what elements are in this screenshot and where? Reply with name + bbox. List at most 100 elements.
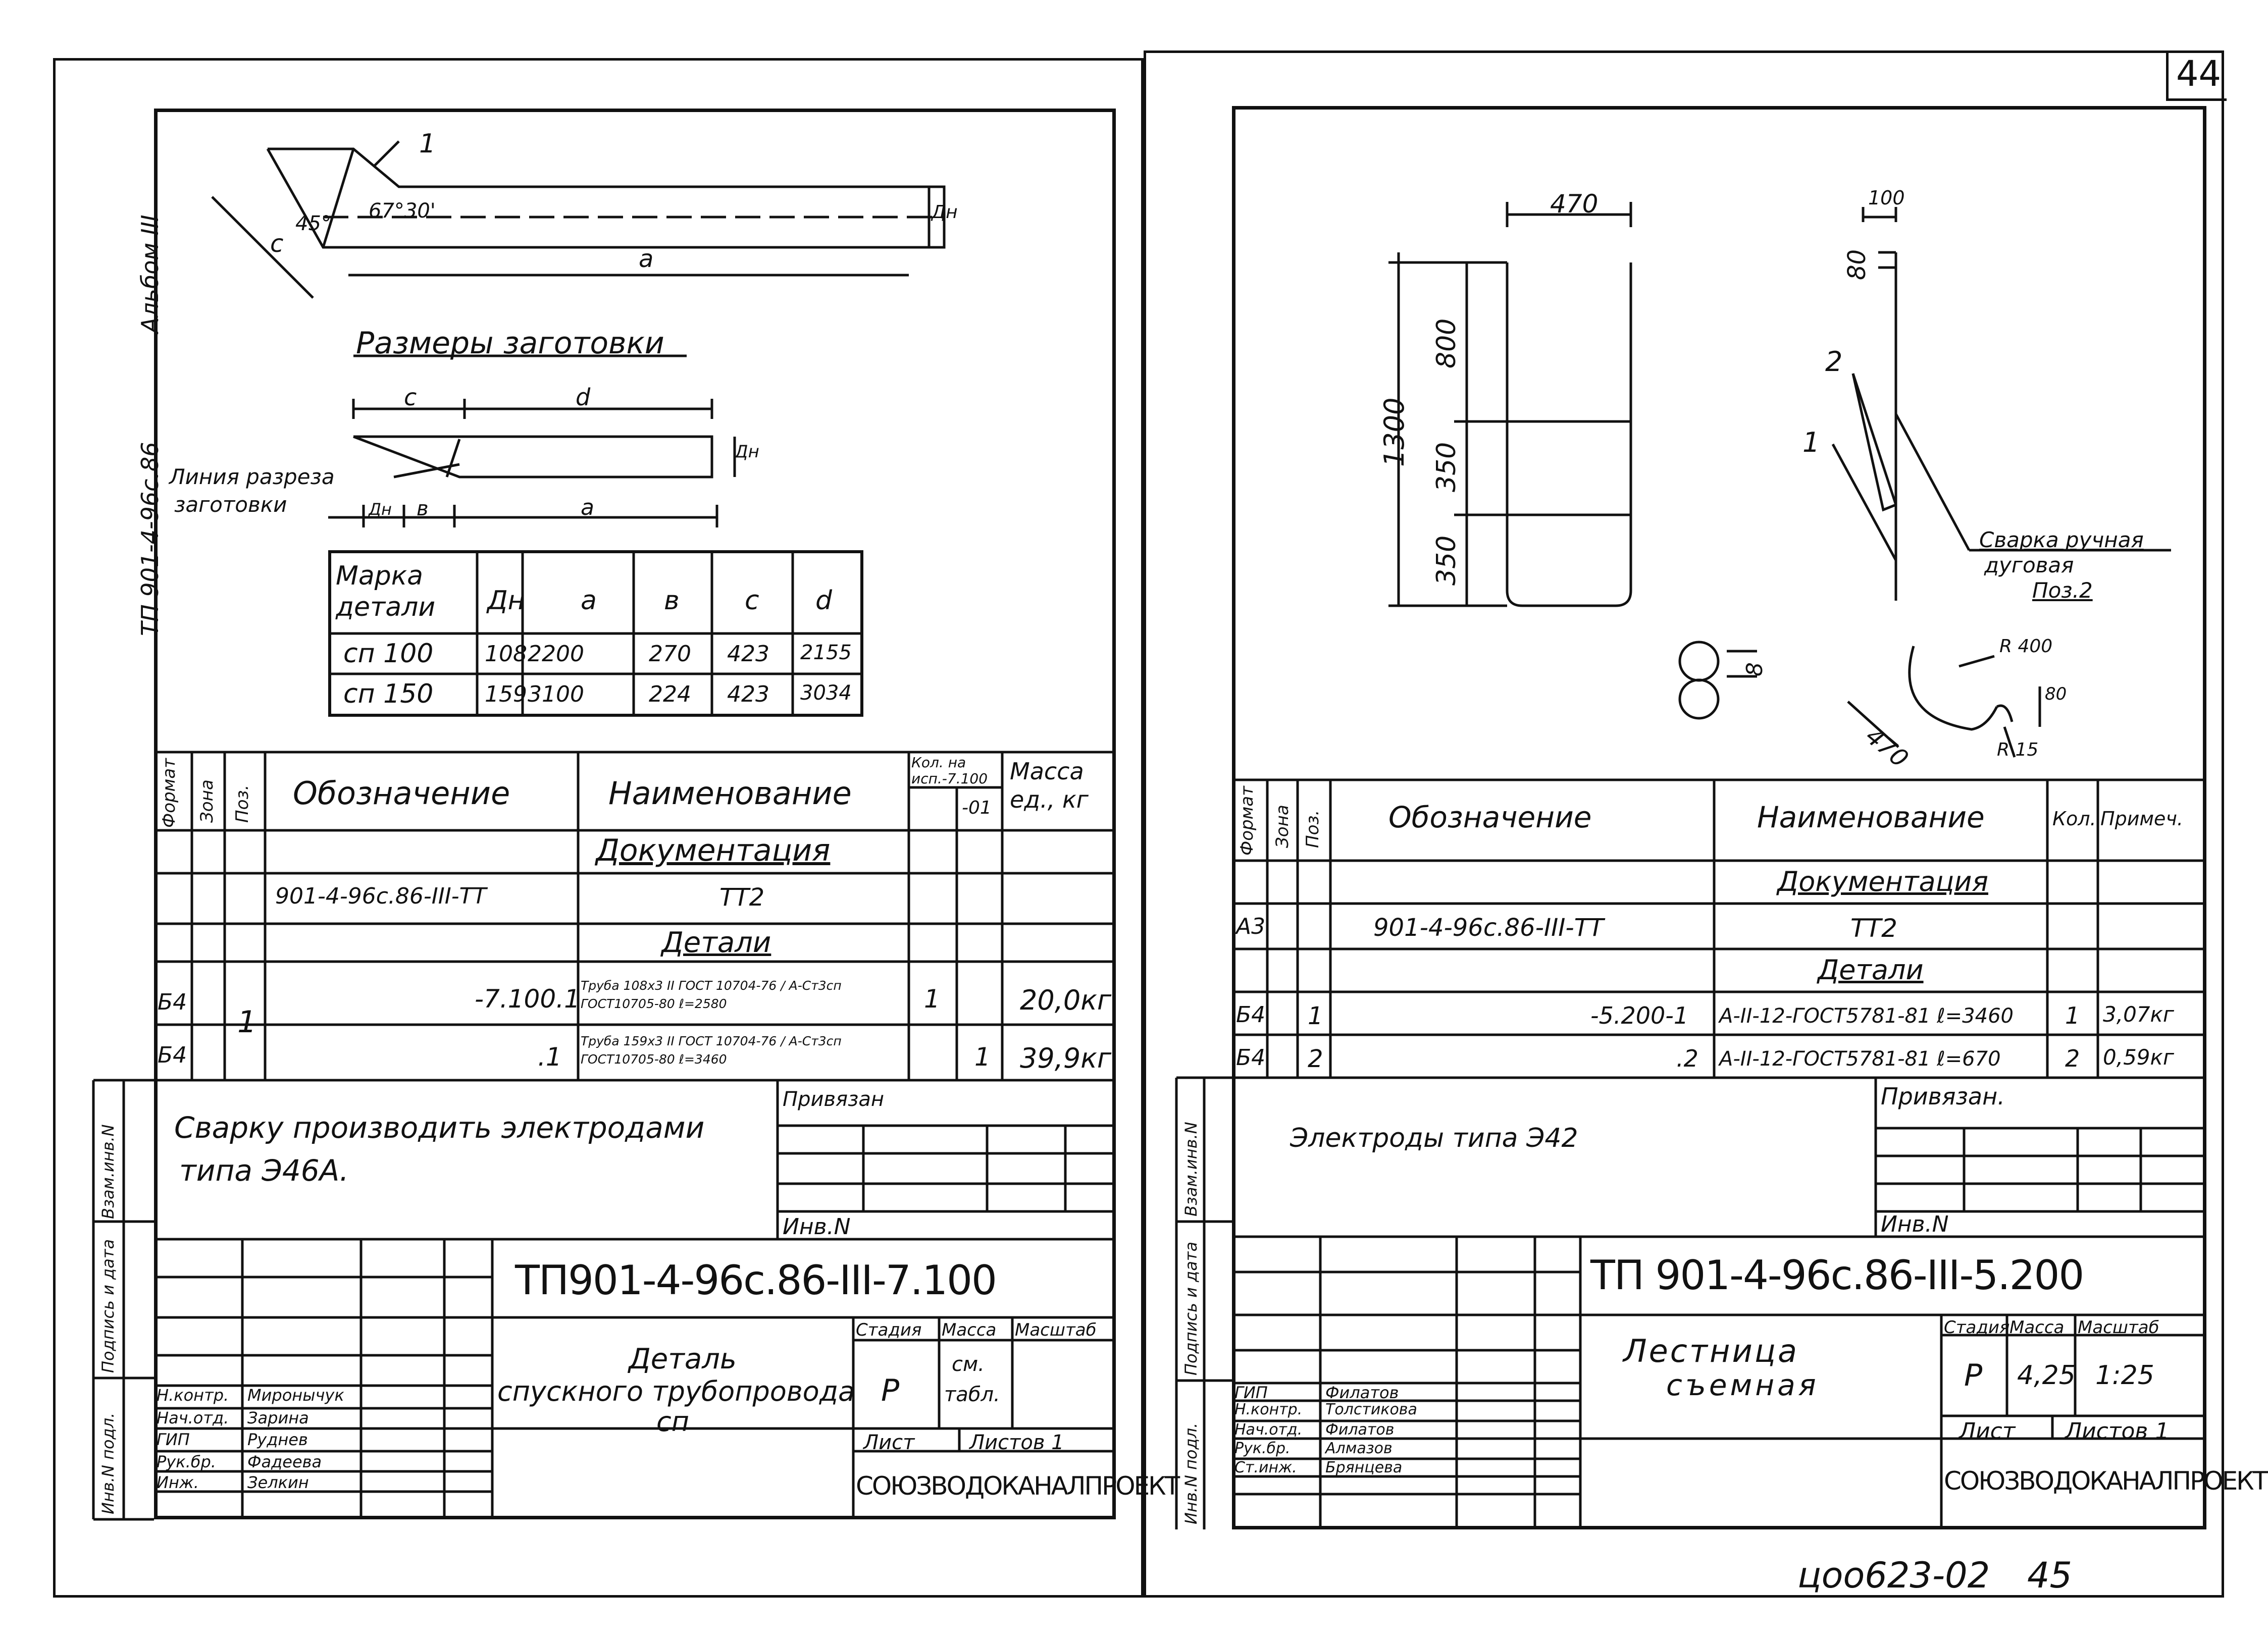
- rspec-r2-note: 0,59кг: [2103, 1045, 2174, 1070]
- dims-r2-mark: сп 150: [343, 679, 434, 709]
- right-stamp-stage-h: Стадия: [1944, 1317, 2010, 1338]
- dims-h-b: в: [664, 586, 680, 616]
- spec-r1-qty: 1: [924, 984, 940, 1014]
- right-person-5-name: Брянцева: [1325, 1459, 1403, 1476]
- right-person-3-name: Филатов: [1325, 1421, 1395, 1439]
- blank-dn2: Дн: [369, 500, 392, 519]
- dim-a-label: a: [639, 245, 654, 273]
- rung-r15: R 15: [1997, 739, 2039, 760]
- right-note: Электроды типа Э42: [1290, 1123, 1578, 1153]
- rspec-doc-designation: 901-4-96с.86-III-ТТ: [1373, 914, 1604, 942]
- spec-doc-name: ТТ2: [719, 883, 765, 912]
- right-person-1-role: ГИП: [1234, 1383, 1268, 1402]
- right-inv-no: Инв.N: [1881, 1211, 1949, 1237]
- dims-h-d: d: [815, 586, 833, 616]
- spec-r2-format: Б4: [158, 1042, 187, 1068]
- rspec-r2-qty: 2: [2065, 1045, 2080, 1072]
- dims-r1-mark: сп 100: [343, 639, 434, 669]
- right-privyazan: Привязан.: [1881, 1083, 2005, 1110]
- rspec-r2-pos: 2: [1308, 1045, 1323, 1073]
- dims-h-mark: Марка детали: [336, 561, 436, 622]
- right-stamp-stage: Р: [1964, 1358, 1983, 1393]
- dims-r2-d: 3034: [800, 681, 852, 705]
- left-person-1-name: Миронычук: [247, 1386, 344, 1405]
- rspec-doc-format: А3: [1236, 914, 1266, 939]
- rspec-r1-qty: 1: [2065, 1002, 2080, 1029]
- right-person-2-name: Толстикова: [1325, 1401, 1417, 1418]
- left-stamp-code: ТП901-4-96с.86-III-7.100: [515, 1257, 997, 1304]
- spec-doc-designation: 901-4-96с.86-III-ТТ: [275, 883, 487, 909]
- rspec-section-docs: Документация: [1777, 866, 1988, 897]
- blank-d: d: [576, 384, 591, 411]
- left-stamp-stage: Р: [881, 1373, 900, 1408]
- spec-r1-mass: 20,0кг: [1020, 984, 1112, 1016]
- spec-r2-designation: .1: [538, 1042, 562, 1072]
- left-stamp-mass-h: Масса: [942, 1320, 997, 1340]
- left-person-1-role: Н.контр.: [157, 1386, 229, 1405]
- rung-dim-80: 80: [2045, 684, 2067, 704]
- spec-h-qty: Кол. на исп.-7.100: [911, 754, 988, 787]
- spec-h-designation: Обозначение: [293, 775, 510, 812]
- left-person-5-name: Зелкин: [247, 1473, 309, 1492]
- left-stamp-scale-h: Масштаб: [1015, 1320, 1097, 1340]
- spec-section-docs: Документация: [596, 833, 831, 868]
- weld-label-2: дуговая: [1984, 553, 2074, 577]
- right-inner-frame: [1232, 106, 2206, 1529]
- left-stamp-sheet: Лист: [863, 1431, 915, 1454]
- left-person-4-role: Рук.бр.: [157, 1452, 216, 1471]
- left-person-4-name: Фадеева: [247, 1452, 322, 1471]
- rung-r400: R 400: [1999, 636, 2053, 657]
- rspec-r2-format: Б4: [1236, 1045, 1266, 1071]
- right-stamp-sheets: Листов 1: [2065, 1418, 2170, 1444]
- left-stamp-mass2: табл.: [944, 1383, 1000, 1406]
- ladder-dim-470: 470: [1550, 189, 1599, 219]
- dims-r1-a: 2200: [528, 641, 584, 667]
- outer-frame-right: [1144, 50, 2224, 1598]
- right-person-3-role: Нач.отд.: [1234, 1421, 1303, 1439]
- dim-dn-label: Дн: [932, 202, 958, 223]
- dims-h-dn: Дн: [487, 586, 525, 616]
- left-inner-frame: [154, 109, 1116, 1519]
- spec-r2-mass: 39,9кг: [1020, 1042, 1112, 1074]
- right-person-5-role: Ст.инж.: [1234, 1459, 1297, 1476]
- left-inv-no: Инв.N: [783, 1214, 851, 1240]
- rspec-r1-format: Б4: [1236, 1002, 1266, 1028]
- right-person-4-name: Алмазов: [1325, 1440, 1393, 1457]
- right-stamp-title2: съемная: [1666, 1368, 1819, 1402]
- dim-c-label: c: [270, 230, 284, 258]
- rspec-h-qty: Кол.: [2052, 808, 2096, 830]
- right-stamp-mass: 4,25: [2017, 1360, 2076, 1391]
- side-dim-100: 100: [1868, 187, 1905, 209]
- left-person-2-name: Зарина: [247, 1408, 309, 1427]
- dims-r1-b: 270: [649, 641, 691, 667]
- rspec-h-designation: Обозначение: [1388, 800, 1592, 834]
- left-person-3-name: Руднев: [247, 1430, 308, 1449]
- dims-r1-dn: 108: [485, 641, 527, 667]
- rspec-h-name: Наименование: [1757, 800, 1985, 834]
- right-person-2-role: Н.контр.: [1234, 1401, 1303, 1418]
- archive-stamp: цоо623-02: [1797, 1555, 1990, 1596]
- spec-h-mass: Масса ед., кг: [1010, 758, 1089, 813]
- blank-title: Размеры заготовки: [356, 326, 664, 361]
- left-note: Сварку производить электродами: [174, 1110, 705, 1145]
- rspec-r1-name: А-II-12-ГОСТ5781-81 ℓ=3460: [1719, 1004, 2014, 1028]
- outer-frame-left: [53, 58, 1144, 1598]
- left-stamp-title2: спускного трубопровода: [497, 1375, 855, 1407]
- right-stamp-scale-h: Масштаб: [2078, 1317, 2159, 1338]
- spec-r1-designation: -7.100.1: [475, 984, 580, 1014]
- right-stamp-code: ТП 901-4-96с.86-III-5.200: [1590, 1252, 2084, 1299]
- angle-67: 67°30': [369, 199, 436, 223]
- right-stamp-mass-h: Масса: [2009, 1317, 2065, 1338]
- right-side-label-2: Подпись и дата: [1181, 1241, 1201, 1375]
- blank-dn: Дн: [735, 442, 759, 462]
- dims-r2-c: 423: [727, 681, 769, 707]
- left-stamp-stage-h: Стадия: [856, 1320, 922, 1340]
- right-person-4-role: Рук.бр.: [1234, 1440, 1291, 1457]
- rspec-r2-designation: .2: [1676, 1045, 1698, 1072]
